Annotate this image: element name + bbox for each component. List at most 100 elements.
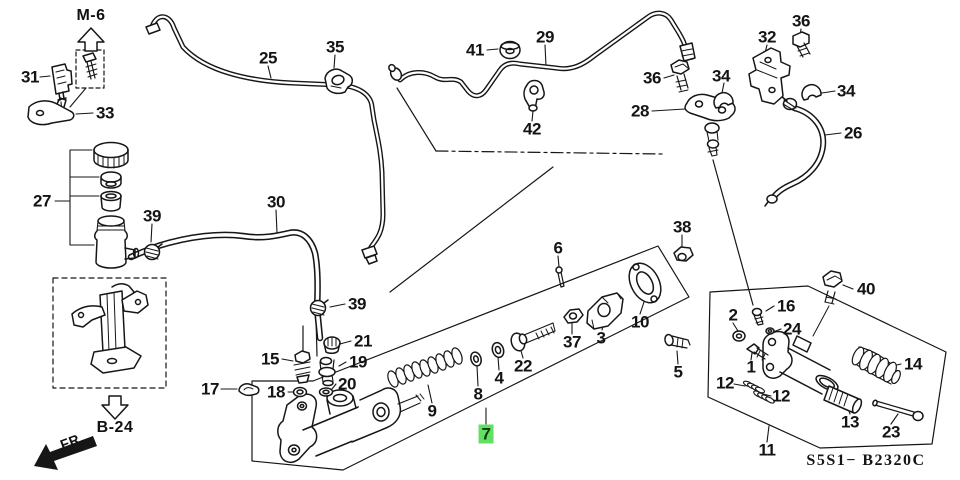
pedal-yoke-3 [586,292,624,330]
master-cylinder-body-7 [277,387,425,463]
part-label-23[interactable]: 23 [882,422,900,442]
clip-34-left [713,92,734,109]
clutch-pedal-bracket-inset [71,283,149,374]
cotter-pin-6 [555,266,565,288]
part-label-14[interactable]: 14 [904,354,922,374]
slave-piston-13 [823,385,863,414]
part-label-7[interactable]: 7 [478,424,494,444]
pipe-clamp-42 [523,79,545,112]
clip-17 [238,383,260,397]
part-label-11[interactable]: 11 [758,440,776,460]
gasket-10 [628,262,662,304]
part-label-22[interactable]: 22 [514,356,532,376]
washer-4 [491,341,505,359]
part-label-29[interactable]: 29 [536,27,554,47]
part-label-40[interactable]: 40 [857,279,875,299]
part-label-35[interactable]: 35 [326,37,344,57]
part-label-25[interactable]: 25 [259,48,277,68]
ref-link-b24[interactable]: B-24 [96,419,134,436]
ring-24 [765,327,775,335]
part-label-33[interactable]: 33 [96,103,114,123]
boot-14 [851,346,901,385]
part-label-17[interactable]: 17 [201,379,219,399]
switch-bracket-33 [27,97,75,126]
bolt-1 [746,343,769,361]
hose-clamp-39-left [143,243,163,261]
part-label-21[interactable]: 21 [354,331,372,351]
switch-bolt-inset [82,52,98,80]
clutch-pipe-29 [388,10,696,99]
part-label-42[interactable]: 42 [523,119,541,139]
nut-38 [673,246,694,262]
clutch-switch-31 [51,63,73,101]
part-label-12[interactable]: 12 [772,386,790,406]
diagram-code: S5S1− B2320C [806,452,926,469]
reservoir-27 [93,141,140,269]
part-label-13[interactable]: 13 [841,412,859,432]
part-label-34[interactable]: 34 [837,81,855,101]
part-label-16[interactable]: 16 [777,296,795,316]
hose-bracket-32 [748,47,791,105]
yoke-nut-37 [563,308,584,324]
grommet-41 [499,40,521,60]
part-label-32[interactable]: 32 [758,27,776,47]
valve-15 [293,350,311,384]
part-label-24[interactable]: 24 [783,319,801,339]
part-label-15[interactable]: 15 [261,349,279,369]
part-label-31[interactable]: 31 [21,67,39,87]
slave-cylinder-body-11 [762,330,839,395]
part-label-12[interactable]: 12 [716,373,734,393]
part-label-9[interactable]: 9 [427,401,437,421]
clutch-hose-26 [764,95,827,207]
bleeder-valve-16 [751,307,764,326]
part-label-19[interactable]: 19 [349,352,367,372]
part-label-36[interactable]: 36 [643,68,661,88]
part-label-38[interactable]: 38 [673,217,691,237]
mount-bolt-40 [812,270,843,337]
part-label-39[interactable]: 39 [143,206,161,226]
oring-20 [318,387,334,397]
bolt-5 [664,333,691,349]
ref-link-m6[interactable]: M-6 [76,7,106,24]
down-arrow-icon [101,395,129,420]
fitting-19 [318,356,336,387]
part-label-28[interactable]: 28 [631,101,649,121]
part-label-20[interactable]: 20 [338,374,356,394]
part-label-18[interactable]: 18 [267,382,285,402]
flange-bolt-36-middle [670,59,690,93]
part-label-41[interactable]: 41 [466,40,484,60]
callout-leader-lines [39,28,902,443]
part-label-10[interactable]: 10 [631,312,649,332]
part-label-26[interactable]: 26 [844,123,862,143]
cap-21 [323,336,341,355]
part-label-2[interactable]: 2 [728,305,738,325]
part-label-8[interactable]: 8 [473,384,483,404]
part-label-3[interactable]: 3 [596,328,606,348]
part-label-39[interactable]: 39 [348,294,366,314]
hose-clamp-39-right [309,299,329,317]
up-arrow-icon [77,27,105,52]
part-label-30[interactable]: 30 [267,192,285,212]
part-label-34[interactable]: 34 [712,66,730,86]
cap-2 [732,330,746,342]
part-label-37[interactable]: 37 [563,332,581,352]
front-direction-arrow-icon [34,436,97,470]
springs-12 [743,380,775,404]
part-label-36[interactable]: 36 [792,11,810,31]
part-label-5[interactable]: 5 [673,362,683,382]
part-label-6[interactable]: 6 [553,238,563,258]
clutch-pipe-25 [145,14,386,265]
clip-34-right [801,84,822,101]
oring-18 [292,386,308,398]
push-rod-23 [872,399,924,422]
part-label-4[interactable]: 4 [494,368,504,388]
flange-bolt-36-top-right [792,31,811,58]
yoke-bolt-22 [510,322,556,352]
part-label-27[interactable]: 27 [33,191,51,211]
part-label-1[interactable]: 1 [746,357,756,377]
washer-8 [470,351,482,367]
reservoir-hose-30 [127,229,324,342]
